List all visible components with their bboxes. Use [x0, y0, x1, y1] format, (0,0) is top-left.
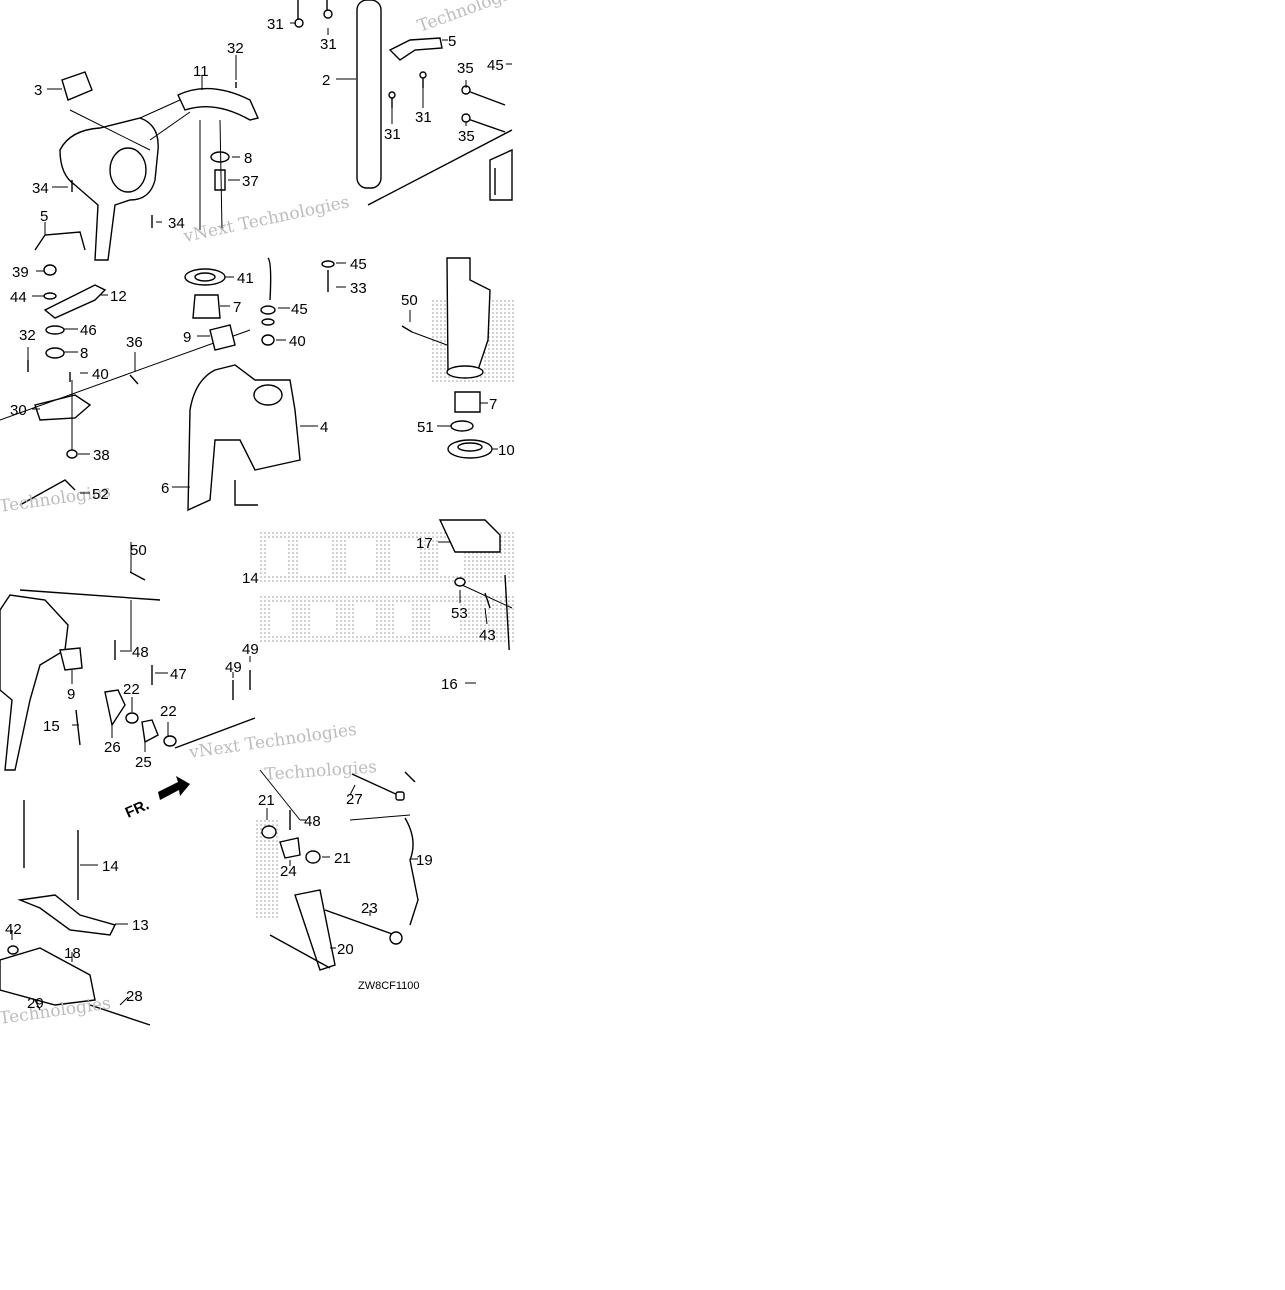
callout-45: 45: [350, 256, 367, 273]
callout-48: 48: [132, 644, 149, 661]
callout-39: 39: [12, 264, 29, 281]
callout-49: 49: [242, 641, 259, 658]
callout-14: 14: [102, 858, 119, 875]
callout-31: 31: [320, 36, 337, 53]
callout-35: 35: [458, 128, 475, 145]
callout-36: 36: [126, 334, 143, 351]
tile-tilt-link: [259, 769, 419, 971]
callout-8: 8: [244, 150, 252, 167]
callout-29: 29: [27, 995, 44, 1012]
callout-leaders: [11, 22, 512, 1011]
tile-steering-bracket-upper: [34, 71, 259, 261]
callout-8: 8: [80, 345, 88, 362]
tile-swivel-housing: [401, 257, 493, 459]
callout-9: 9: [183, 329, 191, 346]
callout-43: 43: [479, 627, 496, 644]
callout-27: 27: [346, 791, 363, 808]
watermark-text: Technologies: [415, 0, 528, 37]
callout-17: 17: [416, 535, 433, 552]
callout-10: 10: [498, 442, 515, 459]
callout-13: 13: [132, 917, 149, 934]
callout-11: 11: [193, 63, 209, 80]
callout-37: 37: [242, 173, 259, 190]
callout-38: 38: [93, 447, 110, 464]
callout-3: 3: [34, 82, 42, 99]
callout-40: 40: [92, 366, 109, 383]
front-direction-label: FR.: [123, 796, 152, 821]
callout-5: 5: [40, 208, 48, 225]
callout-26: 26: [104, 739, 121, 756]
callout-16: 16: [441, 676, 458, 693]
watermark-text: vNext Technologies: [187, 720, 358, 763]
callout-9: 9: [67, 686, 75, 703]
callout-22: 22: [160, 703, 177, 720]
callout-2: 2: [322, 72, 330, 89]
callout-33: 33: [350, 280, 367, 297]
callout-7: 7: [489, 396, 497, 413]
callout-35: 35: [457, 60, 474, 77]
illustration-code: ZW8CF1100: [358, 980, 420, 992]
callout-52: 52: [92, 486, 109, 503]
callout-34: 34: [168, 215, 185, 232]
callout-42: 42: [5, 921, 22, 938]
callout-46: 46: [80, 322, 97, 339]
tile-swivel-case: [184, 257, 335, 512]
callout-41: 41: [237, 270, 254, 287]
callout-31: 31: [384, 126, 401, 143]
tile-springs-and-arm: [0, 800, 151, 1026]
callout-22: 22: [123, 681, 140, 698]
callout-32: 32: [227, 40, 244, 57]
callout-6: 6: [161, 480, 169, 497]
callout-44: 44: [10, 289, 27, 306]
callout-49: 49: [225, 659, 242, 676]
tile-tilt-bracket: [0, 571, 256, 771]
callout-32: 32: [19, 327, 36, 344]
callout-25: 25: [135, 754, 152, 771]
callout-50: 50: [130, 542, 147, 559]
callout-30: 30: [10, 402, 27, 419]
callout-21: 21: [334, 850, 351, 867]
callout-24: 24: [280, 863, 297, 880]
front-direction-indicator: [158, 776, 190, 800]
callout-51: 51: [417, 419, 434, 436]
callout-47: 47: [170, 666, 187, 683]
callout-23: 23: [361, 900, 378, 917]
callout-18: 18: [64, 945, 81, 962]
callout-20: 20: [337, 941, 354, 958]
callout-45: 45: [487, 57, 504, 74]
callout-40: 40: [289, 333, 306, 350]
callout-5: 5: [448, 33, 456, 50]
callout-4: 4: [320, 419, 328, 436]
callout-19: 19: [416, 852, 433, 869]
tile-swivel-shaft: [294, 0, 513, 206]
callout-48: 48: [304, 813, 321, 830]
callout-53: 53: [451, 605, 468, 622]
callout-labels: 31 31 31 31 5 2 35 35 45 32 11 3 8 37 34…: [5, 16, 515, 1012]
callout-21: 21: [258, 792, 275, 809]
callout-28: 28: [126, 988, 143, 1005]
callout-12: 12: [110, 288, 127, 305]
callout-15: 15: [43, 718, 60, 735]
callout-31: 31: [267, 16, 284, 33]
callout-14: 14: [242, 570, 259, 587]
watermark-text: vNext Technologies: [181, 192, 351, 247]
callout-34: 34: [32, 180, 49, 197]
callout-7: 7: [233, 299, 241, 316]
callout-50: 50: [401, 292, 418, 309]
callout-45: 45: [291, 301, 308, 318]
watermark-text: Technologies: [264, 757, 378, 785]
callout-31: 31: [415, 109, 432, 126]
